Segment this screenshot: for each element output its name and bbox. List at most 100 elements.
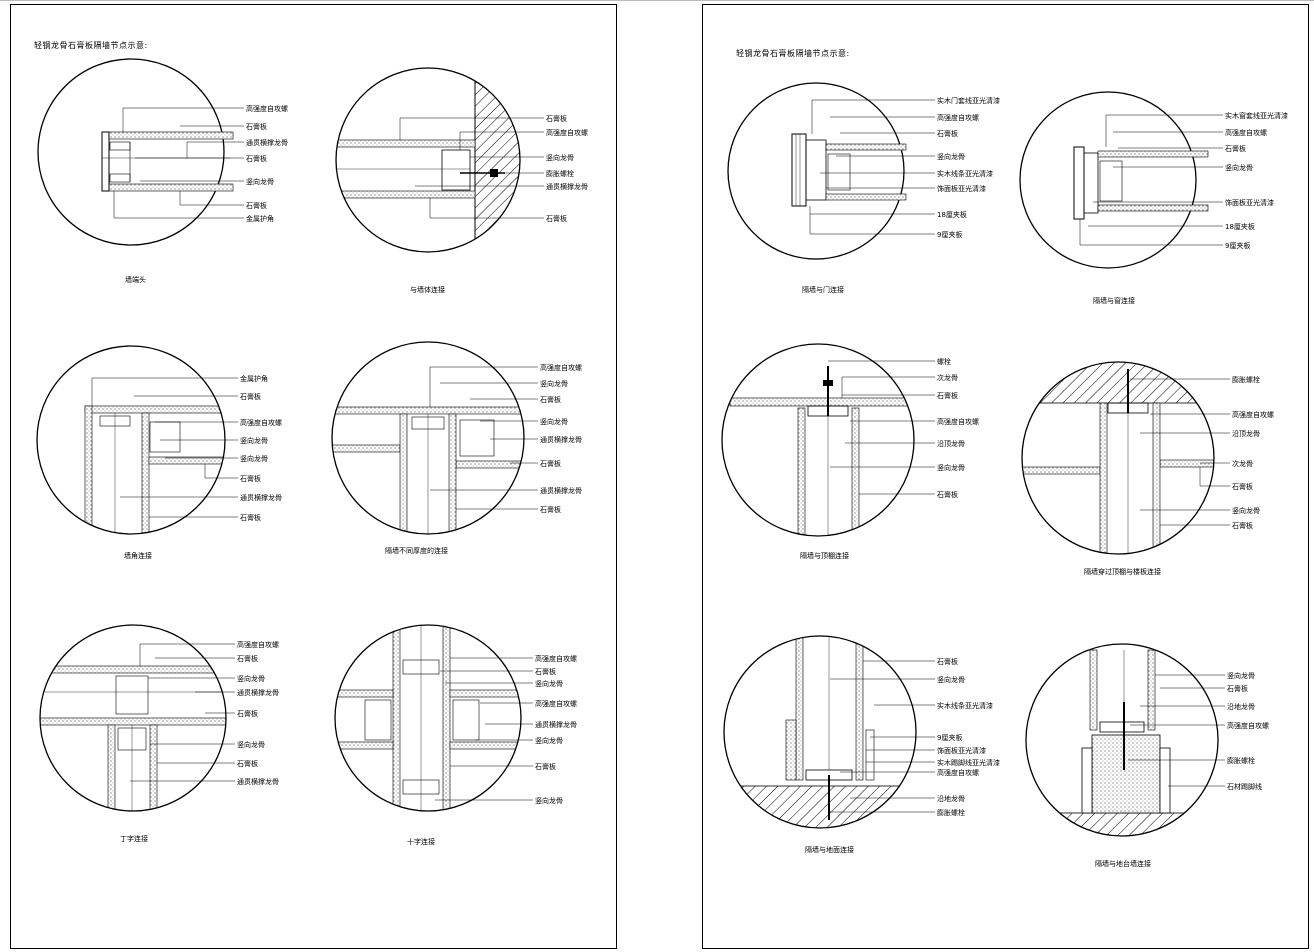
detail-corner-connection: 金属护角 石膏板 高强度自攻螺 竖向龙骨 竖向龙骨 石膏板 通贯横撑龙骨 石膏板… bbox=[36, 345, 282, 560]
label: 18厘夹板 bbox=[1225, 222, 1255, 231]
label: 高强度自攻螺 bbox=[546, 128, 588, 137]
label: 石膏板 bbox=[1232, 482, 1253, 491]
label: 高强度自攻螺 bbox=[937, 768, 979, 777]
label: 高强度自攻螺 bbox=[246, 104, 288, 113]
label: 竖向龙骨 bbox=[540, 379, 568, 388]
label: 通贯横撑龙骨 bbox=[546, 182, 588, 191]
detail-caption: 墙端头 bbox=[125, 275, 146, 284]
label: 石膏板 bbox=[237, 709, 258, 718]
label: 石膏板 bbox=[240, 392, 261, 401]
label: 石膏板 bbox=[1225, 144, 1246, 153]
label: 竖向龙骨 bbox=[240, 454, 268, 463]
label: 石膏板 bbox=[937, 490, 958, 499]
detail-caption: 隔墙与顶棚连接 bbox=[800, 551, 849, 560]
detail-slab-connection: 膨胀螺栓 高强度自攻螺 沿顶龙骨 次龙骨 石膏板 竖向龙骨 石膏板 隔墙穿过顶棚… bbox=[1021, 361, 1274, 576]
detail-caption: 隔墙不同厚度的连接 bbox=[385, 546, 448, 555]
label: 竖向龙骨 bbox=[240, 436, 268, 445]
label: 石膏板 bbox=[237, 654, 258, 663]
detail-caption: 丁字连接 bbox=[120, 834, 148, 843]
label: 螺栓 bbox=[937, 357, 951, 366]
label: 石膏板 bbox=[240, 474, 261, 483]
label: 实木踢脚线亚光清漆 bbox=[937, 758, 1000, 767]
label: 饰面板亚光清漆 bbox=[937, 746, 986, 755]
label: 通贯横撑龙骨 bbox=[535, 720, 577, 729]
label: 高强度自攻螺 bbox=[1225, 128, 1267, 137]
label: 竖向龙骨 bbox=[1225, 163, 1253, 172]
label: 石膏板 bbox=[240, 513, 261, 522]
label: 沿顶龙骨 bbox=[1232, 429, 1260, 438]
label: 高强度自攻螺 bbox=[1227, 721, 1269, 730]
label: 竖向龙骨 bbox=[1232, 506, 1260, 515]
label: 竖向龙骨 bbox=[540, 417, 568, 426]
label: 石膏板 bbox=[246, 201, 267, 210]
label: 石膏板 bbox=[1227, 684, 1248, 693]
label: 竖向龙骨 bbox=[937, 675, 965, 684]
label: 通贯横撑龙骨 bbox=[237, 777, 279, 786]
label: 饰面板亚光清漆 bbox=[937, 184, 986, 193]
label: 竖向龙骨 bbox=[1227, 671, 1255, 680]
label: 高强度自攻螺 bbox=[535, 654, 577, 663]
detail-wall-connection: 石膏板 高强度自攻螺 竖向龙骨 膨胀螺栓 通贯横撑龙骨 石膏板 与墙体连接 bbox=[335, 67, 588, 294]
label: 通贯横撑龙骨 bbox=[246, 138, 288, 147]
label: 石膏板 bbox=[246, 154, 267, 163]
label: 膨胀螺栓 bbox=[546, 169, 574, 178]
detail-door-connection: 实木门套线亚光清漆 高强度自攻螺 石膏板 竖向龙骨 实木线条亚光清漆 饰面板亚光… bbox=[727, 82, 1000, 294]
label: 9厘夹板 bbox=[937, 230, 962, 239]
label: 高强度自攻螺 bbox=[240, 418, 282, 427]
label: 石膏板 bbox=[540, 395, 561, 404]
label: 次龙骨 bbox=[1232, 459, 1253, 468]
label: 竖向龙骨 bbox=[535, 736, 563, 745]
label: 高强度自攻螺 bbox=[535, 699, 577, 708]
detail-wall-end: 高强度自攻螺 石膏板 通贯横撑龙骨 石膏板 竖向龙骨 石膏板 金属护角 墙端头 bbox=[37, 58, 288, 284]
label: 石膏板 bbox=[1232, 521, 1253, 530]
label: 竖向龙骨 bbox=[546, 153, 574, 162]
label: 石膏板 bbox=[246, 122, 267, 131]
label: 沿顶龙骨 bbox=[937, 439, 965, 448]
label: 石膏板 bbox=[540, 459, 561, 468]
sheet-title-right: 轻钢龙骨石膏板隔墙节点示意: bbox=[736, 49, 850, 58]
label: 通贯横撑龙骨 bbox=[237, 688, 279, 697]
label: 高强度自攻螺 bbox=[937, 113, 979, 122]
label: 石材踢脚线 bbox=[1227, 782, 1262, 791]
label: 竖向龙骨 bbox=[937, 152, 965, 161]
detail-floor-connection: 石膏板 竖向龙骨 实木线条亚光清漆 9厘夹板 饰面板亚光清漆 实木踢脚线亚光清漆… bbox=[723, 635, 1000, 854]
label: 石膏板 bbox=[535, 762, 556, 771]
label: 通贯横撑龙骨 bbox=[540, 486, 582, 495]
label: 高强度自攻螺 bbox=[540, 363, 582, 372]
detail-caption: 隔墙与门连接 bbox=[802, 285, 844, 294]
detail-window-connection: 实木窗套线亚光清漆 高强度自攻螺 石膏板 竖向龙骨 饰面板亚光清漆 18厘夹板 … bbox=[1019, 91, 1288, 305]
label: 石膏板 bbox=[546, 114, 567, 123]
label: 石膏板 bbox=[546, 214, 567, 223]
label: 竖向龙骨 bbox=[535, 679, 563, 688]
label: 膨胀螺栓 bbox=[1227, 756, 1255, 765]
label: 竖向龙骨 bbox=[246, 177, 274, 186]
label: 竖向龙骨 bbox=[937, 463, 965, 472]
sheet-title-left: 轻钢龙骨石膏板隔墙节点示意: bbox=[34, 41, 148, 50]
label: 饰面板亚光清漆 bbox=[1225, 198, 1274, 207]
label: 通贯横撑龙骨 bbox=[240, 493, 282, 502]
detail-platform-connection: 竖向龙骨 石膏板 沿地龙骨 高强度自攻螺 膨胀螺栓 石材踢脚线 隔墙与地台墙连接 bbox=[1025, 643, 1269, 868]
detail-caption: 隔墙与地面连接 bbox=[805, 845, 854, 854]
label: 膨胀螺栓 bbox=[937, 808, 965, 817]
label: 金属护角 bbox=[240, 374, 268, 383]
label: 金属护角 bbox=[246, 214, 274, 223]
label: 石膏板 bbox=[937, 657, 958, 666]
label: 石膏板 bbox=[540, 505, 561, 514]
detail-caption: 与墙体连接 bbox=[410, 285, 445, 294]
label: 石膏板 bbox=[937, 391, 958, 400]
window-top-border bbox=[0, 0, 1314, 1]
label: 9厘夹板 bbox=[1225, 241, 1250, 250]
detail-caption: 墙角连接 bbox=[124, 551, 152, 560]
label: 实木线条亚光清漆 bbox=[937, 169, 993, 178]
label: 通贯横撑龙骨 bbox=[540, 435, 582, 444]
label: 石膏板 bbox=[237, 759, 258, 768]
label: 竖向龙骨 bbox=[237, 740, 265, 749]
detail-t-connection: 高强度自攻螺 石膏板 竖向龙骨 通贯横撑龙骨 石膏板 竖向龙骨 石膏板 通贯横撑… bbox=[39, 624, 279, 843]
label: 石膏板 bbox=[535, 667, 556, 676]
label: 膨胀螺栓 bbox=[1232, 375, 1260, 384]
label: 高强度自攻螺 bbox=[237, 640, 279, 649]
label: 实木线条亚光清漆 bbox=[937, 701, 993, 710]
label: 沿地龙骨 bbox=[937, 794, 965, 803]
detail-caption: 隔墙穿过顶棚与楼板连接 bbox=[1084, 567, 1161, 576]
label: 沿地龙骨 bbox=[1227, 702, 1255, 711]
